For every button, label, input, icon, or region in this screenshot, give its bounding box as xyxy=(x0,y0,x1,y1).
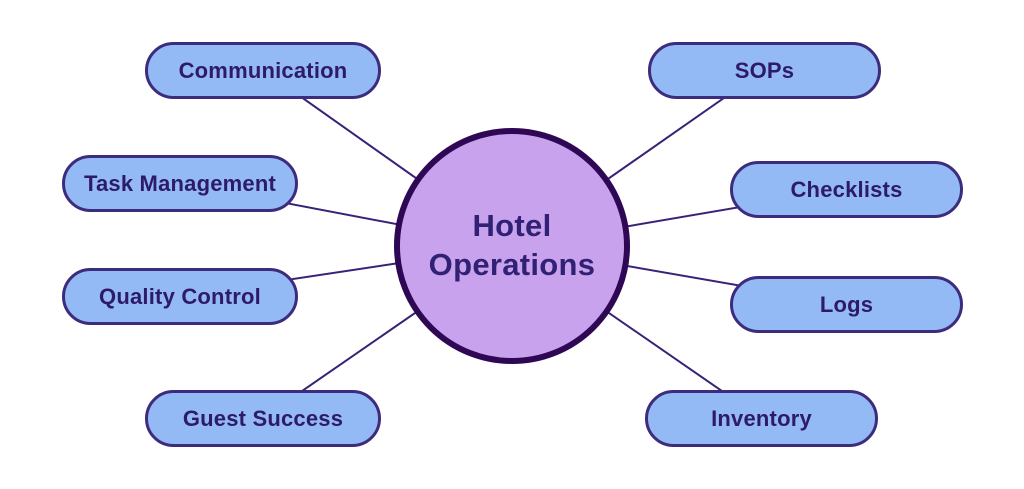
node-checklists: Checklists xyxy=(730,161,963,218)
node-task-management-label: Task Management xyxy=(83,170,277,196)
node-sops: SOPs xyxy=(648,42,881,99)
node-quality-control-label: Quality Control xyxy=(99,283,261,309)
node-communication-label: Communication xyxy=(178,57,348,83)
node-guest-success-label: Guest Success xyxy=(182,405,344,431)
node-checklists-label: Checklists xyxy=(790,176,903,202)
node-quality-control: Quality Control xyxy=(62,268,298,325)
node-communication: Communication xyxy=(145,42,381,99)
center-node-hotel-operations: Hotel Operations xyxy=(394,128,630,364)
node-sops-label: SOPs xyxy=(734,57,795,83)
node-guest-success: Guest Success xyxy=(145,390,381,447)
node-logs-label: Logs xyxy=(819,291,874,317)
node-task-management: Task Management xyxy=(62,155,298,212)
node-logs: Logs xyxy=(730,276,963,333)
center-node-label: Hotel Operations xyxy=(428,208,596,282)
node-inventory: Inventory xyxy=(645,390,878,447)
node-inventory-label: Inventory xyxy=(711,405,812,431)
